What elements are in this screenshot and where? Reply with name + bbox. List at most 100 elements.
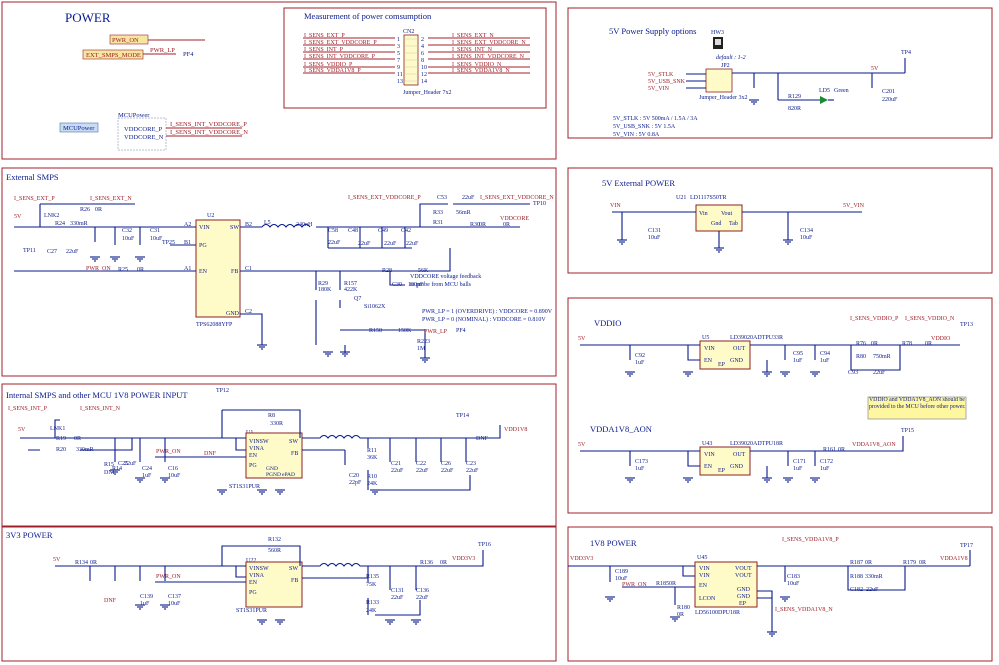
part-label: C31 [150,228,160,234]
svg-text:Gnd: Gnd [711,221,721,227]
svg-text:Vin: Vin [699,211,708,217]
part-label: C23 [466,461,476,467]
svg-text:OUT: OUT [733,452,746,458]
svg-text:Jumper_Header 7x2: Jumper_Header 7x2 [403,90,451,96]
svg-text:EN: EN [699,583,708,589]
svg-text:PGND: PGND [266,472,281,478]
part-label: C182 [850,587,863,593]
part-label: 22uF [358,241,371,247]
svg-text:C131: C131 [648,228,661,234]
svg-text:240nH: 240nH [296,222,313,228]
svg-text:GND: GND [737,587,751,593]
supply-section: 5V Power Supply options HW3 default : 1-… [609,26,911,138]
cn2-pin: 14 [421,79,427,85]
part-label: R76 [856,341,866,347]
svg-text:ST1S31PUR: ST1S31PUR [236,608,267,614]
svg-text:VDDCORE voltage feedback: VDDCORE voltage feedback [410,273,481,280]
part-label: C48 [348,228,358,234]
svg-text:PWR_LP = 1 (OVERDRIVE) : VDDCO: PWR_LP = 1 (OVERDRIVE) : VDDCORE = 0.890… [422,308,553,315]
svg-text:TPS62088YFP: TPS62088YFP [196,322,233,328]
aon-section: VDDA1V8_AON U43 LD39020ADTPU18R VIN EN O… [578,424,914,478]
part-label: 0R [871,341,878,347]
jp2-net: 5V_STLK [648,72,674,78]
svg-text:VIN: VIN [610,203,621,209]
svg-text:5V: 5V [578,442,586,448]
svg-text:I_SENS_INT_N: I_SENS_INT_N [80,406,121,412]
part-label: R157 [344,281,357,287]
part-label: 560R [268,548,281,554]
part-label: R80 [856,354,866,360]
svg-text:I_SENS_INT_P: I_SENS_INT_P [8,406,48,412]
part-label: 22uF [873,370,886,376]
part-label: DNF [104,470,117,476]
part-label: 56mR [456,210,471,216]
svg-text:VDD1V8: VDD1V8 [504,427,527,433]
svg-text:SW: SW [289,566,298,572]
svg-text:LD56100DPU18R: LD56100DPU18R [695,610,740,616]
cn2-pin: 5 [397,51,400,57]
part-label: 0R [838,447,845,453]
part-label: C49 [378,228,388,234]
part-label: 0R [669,581,676,587]
svg-text:VDDCORE_N: VDDCORE_N [124,134,164,141]
svg-text:HW3: HW3 [711,30,724,36]
cn2-net-right: I_SENS_EXT_N [452,33,494,39]
cn2-pin: 9 [397,65,400,71]
part-label: 22uF [466,468,479,474]
part-label: C58 [328,228,338,234]
svg-text:MCUPower: MCUPower [118,112,150,119]
part-label: C53 [437,195,447,201]
part-label: 330mR [70,221,88,227]
part-label: C93 [848,370,858,376]
svg-text:SW: SW [230,225,239,231]
part-label: C94 [820,351,830,357]
svg-text:PWR_ON: PWR_ON [622,582,647,588]
net-pwr-on: PWR_ON [112,37,139,44]
part-label: 180K [318,287,332,293]
svg-text:820R: 820R [788,106,801,112]
svg-text:FB: FB [291,578,298,584]
svg-text:VINA: VINA [249,573,265,579]
svg-text:VIN: VIN [199,225,210,231]
svg-text:B2: B2 [245,222,252,228]
part-label: PF4 [456,328,466,334]
cn2-net-right: I_SENS_EXT_VDDCORE_N [452,40,526,46]
part-label: 1uF [635,466,645,472]
svg-text:5V: 5V [578,336,586,342]
svg-text:GND: GND [730,464,744,470]
part-label: R136 [420,560,433,566]
part-label: 56K [418,268,429,274]
part-label: C131 [391,588,404,594]
cn2-pin: 13 [397,79,403,85]
svg-text:Vout: Vout [721,211,733,217]
part-label: 75K [366,582,377,588]
part-label: R133 [366,600,379,606]
v3v3-section: 3V3 POWER U22 ST1S31PUR VINSW VINA EN PG… [6,530,491,616]
part-label: R29 [318,281,328,287]
part-label: C24 [142,466,152,472]
part-label: C189 [615,569,628,575]
supply-title: 5V Power Supply options [609,26,696,36]
part-label: R33 [433,210,443,216]
part-label: R135 [366,574,379,580]
v1v8-title: 1V8 POWER [590,538,637,548]
part-label: R28 [382,268,392,274]
svg-text:C2: C2 [245,309,252,315]
part-label: DNF [476,436,489,442]
svg-text:PWR_LP: PWR_LP [424,329,448,335]
cn2-net-right: I_SENS_INT_N [452,47,493,53]
cn2-pin: 4 [421,44,424,50]
part-label: R14 [112,466,122,472]
part-label: 0R [95,207,102,213]
svg-text:TP16: TP16 [478,542,491,548]
net-ext-smps-mode: EXT_SMPS_MODE [86,52,141,59]
part-label: 330mR [76,447,94,453]
part-label: R187 [850,560,863,566]
part-label: R15 [104,462,114,468]
part-label: 22uF [406,241,419,247]
cn2-pin: 7 [397,58,400,64]
part-label: Si1062X [364,304,386,310]
svg-text:JP2: JP2 [721,63,730,69]
part-label: C42 [401,228,411,234]
